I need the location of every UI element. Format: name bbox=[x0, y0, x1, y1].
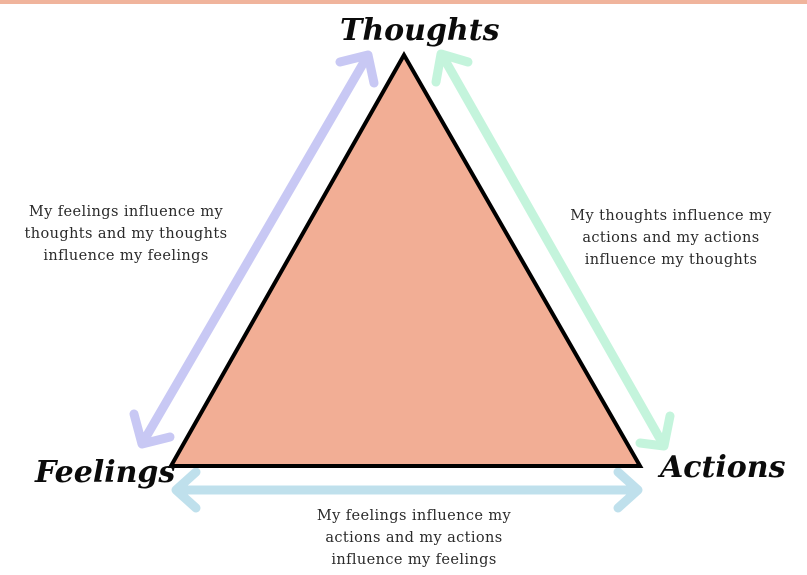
edge-label-line: My thoughts influence my bbox=[570, 208, 772, 224]
edge-label-feelings-actions: My feelings influence my actions and my … bbox=[294, 505, 534, 571]
edge-label-line: My feelings influence my bbox=[28, 204, 224, 220]
top-border bbox=[0, 0, 807, 4]
edge-label-line: thoughts and my thoughts bbox=[24, 226, 228, 242]
edge-label-thoughts-actions: My thoughts influence my actions and my … bbox=[555, 205, 787, 271]
edge-label-line: influence my feelings bbox=[43, 248, 209, 264]
node-thoughts: Thoughts bbox=[340, 13, 500, 48]
thoughts-actions-arrow bbox=[431, 49, 675, 451]
feelings-thoughts-arrow bbox=[129, 50, 379, 449]
edge-label-line: actions and my actions bbox=[582, 230, 760, 246]
node-feelings: Feelings bbox=[35, 455, 176, 490]
edge-label-line: My feelings influence my bbox=[316, 508, 512, 524]
node-actions: Actions bbox=[660, 450, 786, 485]
feelings-actions-arrow bbox=[171, 467, 643, 513]
edge-label-line: influence my thoughts bbox=[584, 252, 758, 268]
central-triangle bbox=[167, 50, 644, 468]
edge-label-line: actions and my actions bbox=[325, 530, 503, 546]
edge-label-line: influence my feelings bbox=[331, 552, 497, 568]
edge-label-feelings-thoughts: My feelings influence my thoughts and my… bbox=[6, 201, 246, 267]
